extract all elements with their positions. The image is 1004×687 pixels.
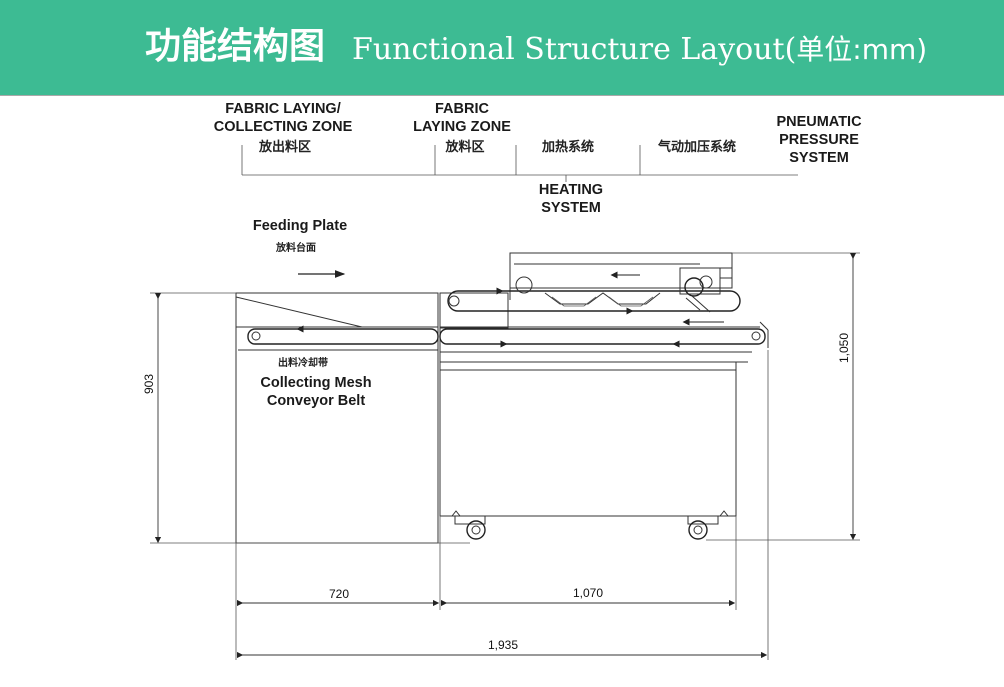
zone-label-laying-collecting-2: COLLECTING ZONE	[214, 119, 353, 135]
belt-direction-arrows	[296, 271, 724, 348]
zone-label-laying-2: LAYING ZONE	[413, 119, 511, 135]
belt-label-2: Conveyor Belt	[267, 393, 365, 409]
zone-label-laying-cn: 放料区	[444, 139, 484, 155]
dimension-width-left-label: 720	[329, 587, 349, 601]
zone-label-laying-collecting-1: FABRIC LAYING/	[225, 101, 340, 117]
dimension-height-left	[150, 292, 470, 544]
feeding-plate-label: Feeding Plate	[253, 218, 347, 234]
dimension-width-total-label: 1,935	[488, 638, 518, 652]
zone-label-laying-1: FABRIC	[435, 101, 490, 117]
zone-label-pneumatic-2: PRESSURE	[779, 132, 859, 148]
belt-label-cn: 出料冷却带	[278, 356, 328, 369]
dimension-width-left	[235, 350, 769, 660]
dimension-height-right	[706, 252, 860, 541]
title-chinese: 功能结构图	[145, 26, 326, 67]
dimension-width-mid-label: 1,070	[573, 586, 603, 600]
zone-label-heating-cn: 加热系统	[541, 139, 594, 155]
feeding-plate-label-cn: 放料台面	[275, 241, 316, 254]
machine-frame	[235, 252, 769, 544]
header-banner: 功能结构图 Functional Structure Layout(单位:mm)	[0, 0, 1004, 96]
zone-label-pneumatic-3: SYSTEM	[789, 150, 849, 166]
zone-label-heating-2: SYSTEM	[541, 200, 601, 216]
zone-bracket	[241, 145, 798, 182]
title-english-text: Functional Structure Layout(	[352, 32, 797, 67]
zone-label-pneumatic-cn: 气动加压系统	[658, 139, 736, 155]
structure-diagram: FABRIC LAYING/ COLLECTING ZONE 放出料区 FABR…	[142, 101, 862, 660]
title-english: Functional Structure Layout(单位:mm)	[352, 30, 927, 70]
dimension-height-right-label: 1,050	[837, 333, 851, 363]
title-unit: 单位:mm)	[796, 33, 928, 66]
dimension-height-left-label: 903	[142, 374, 156, 394]
zone-label-pneumatic-1: PNEUMATIC	[776, 114, 862, 130]
zone-label-laying-collecting-cn: 放出料区	[258, 139, 311, 155]
zone-label-heating-1: HEATING	[539, 182, 603, 198]
belt-label-1: Collecting Mesh	[260, 375, 371, 391]
